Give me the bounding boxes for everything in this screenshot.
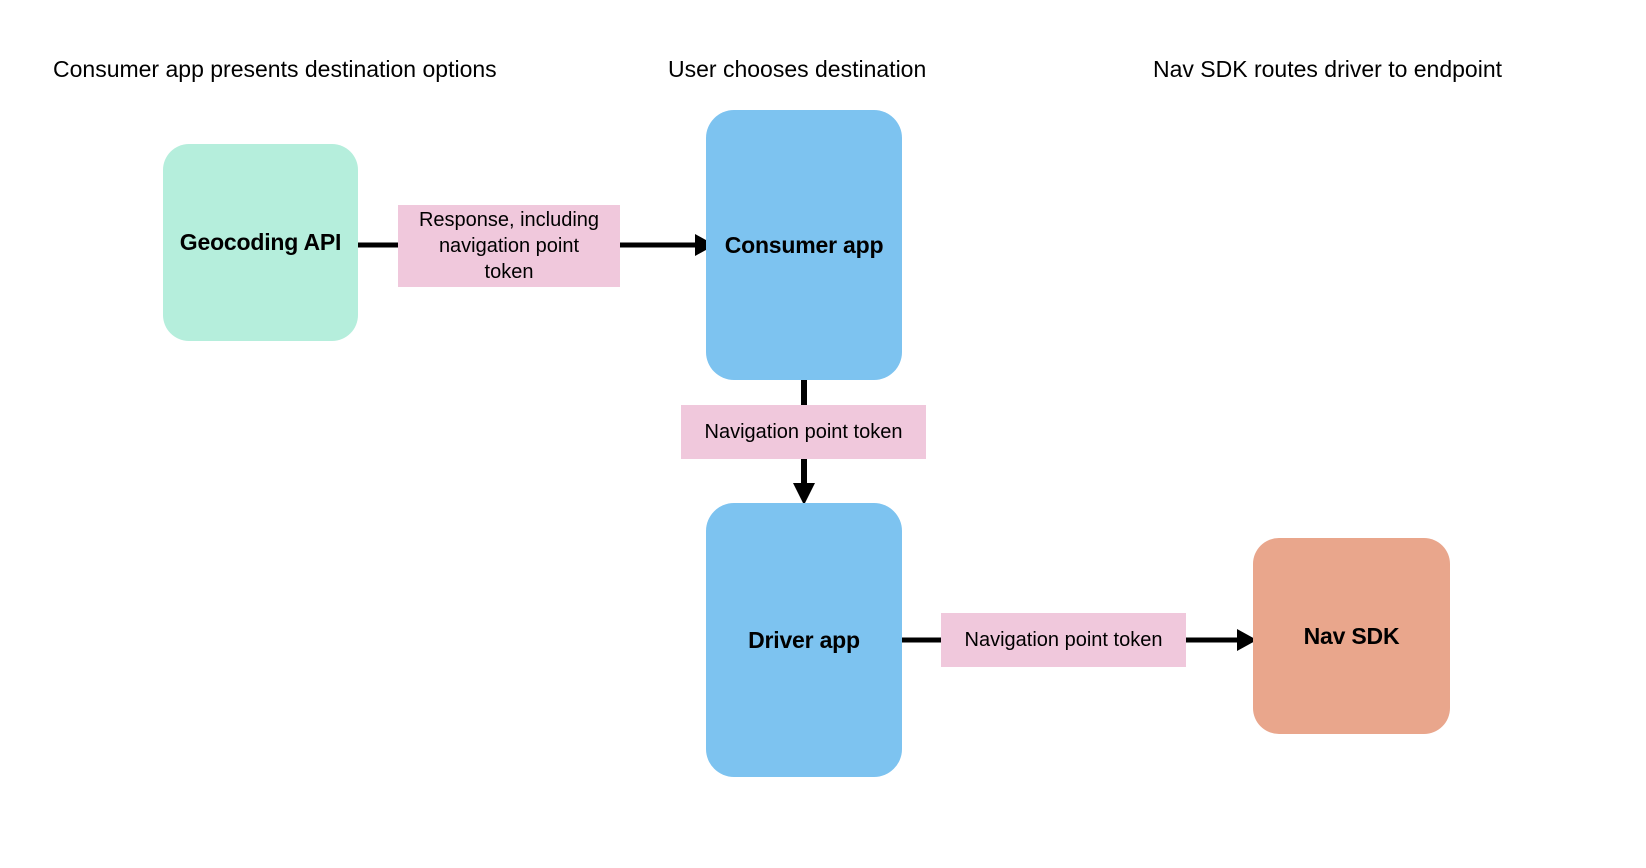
node-nav-sdk-label: Nav SDK: [1303, 622, 1400, 649]
node-driver-app-label: Driver app: [748, 626, 860, 653]
edge-label-navigation-point-token-horizontal: Navigation point token: [941, 613, 1186, 667]
node-consumer-app[interactable]: Consumer app: [706, 110, 902, 380]
edge-label-navigation-point-token-vertical: Navigation point token: [681, 405, 926, 459]
column-heading-nav-sdk-routes-driver: Nav SDK routes driver to endpoint: [1153, 56, 1503, 82]
edge-label-navigation-point-token-vertical-text: Navigation point token: [704, 421, 903, 443]
node-consumer-app-label: Consumer app: [724, 231, 884, 258]
edge-label-navigation-point-token-horizontal-text: Navigation point token: [964, 629, 1163, 651]
node-geocoding-api[interactable]: Geocoding API: [163, 144, 358, 341]
column-heading-user-chooses-destination: User chooses destination: [668, 56, 927, 82]
node-geocoding-api-label: Geocoding API: [179, 229, 342, 255]
column-heading-consumer-app-presents: Consumer app presents destination option…: [53, 56, 497, 82]
node-driver-app[interactable]: Driver app: [706, 503, 902, 777]
node-nav-sdk[interactable]: Nav SDK: [1253, 538, 1450, 734]
